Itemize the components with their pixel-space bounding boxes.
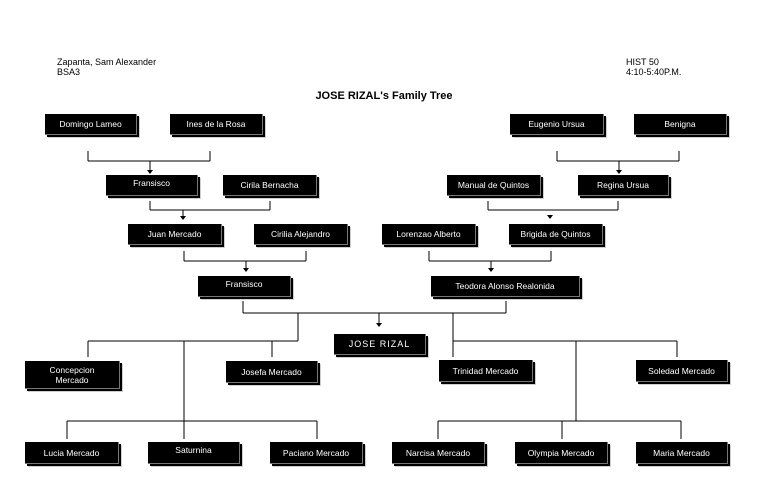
person-manual-de-quintos: Manual de Quintos — [447, 175, 541, 196]
person-juan-mercado: Juan Mercado — [128, 224, 222, 245]
schedule-label: 4:10-5:40P.M. — [626, 67, 682, 77]
person-benigna: Benigna — [634, 114, 727, 135]
section-label: BSA3 — [57, 67, 81, 77]
person-eugenio-ursua: Eugenio Ursua — [510, 114, 604, 135]
person-teodora-alonso-realonida: Teodora Alonso Realonida — [431, 276, 580, 297]
person-fransisco-father: Fransisco — [198, 276, 291, 297]
person-josefa-mercado: Josefa Mercado — [226, 361, 318, 383]
person-fransisco-grandfather: Fransisco — [106, 175, 198, 196]
concepcion-first-line: Concepcion — [49, 364, 95, 375]
person-lorenzao-alberto: Lorenzao Alberto — [382, 224, 476, 245]
concepcion-second-line: Mercado — [55, 374, 89, 385]
person-narcisa-mercado: Narcisa Mercado — [392, 442, 485, 464]
person-cirilia-alejandro: Cirilia Alejandro — [254, 224, 348, 245]
course-label: HIST 50 — [626, 57, 659, 67]
person-brigida-de-quintos: Brigida de Quintos — [509, 224, 603, 245]
person-saturnina-mercado: Saturnina — [148, 442, 240, 464]
student-name: Zapanta, Sam Alexander — [57, 57, 157, 67]
person-trinidad-mercado: Trinidad Mercado — [439, 360, 533, 382]
person-domingo-lameo: Domingo Lameo — [45, 114, 137, 135]
person-ines-de-la-rosa: Ines de la Rosa — [170, 114, 263, 135]
person-paciano-mercado: Paciano Mercado — [270, 442, 363, 464]
person-concepcion-mercado: Concepcion Mercado — [25, 361, 120, 389]
page-title: JOSE RIZAL's Family Tree — [315, 90, 453, 102]
person-lucia-mercado: Lucia Mercado — [25, 442, 119, 464]
person-soledad-mercado: Soledad Mercado — [636, 360, 728, 382]
person-maria-mercado: Maria Mercado — [636, 442, 728, 464]
person-olympia-mercado: Olympia Mercado — [515, 442, 608, 464]
person-jose-rizal: JOSE RIZAL — [334, 334, 426, 355]
person-cirila-bernacha: Cirila Bernacha — [223, 175, 317, 196]
person-regina-ursua: Regina Ursua — [578, 175, 669, 196]
